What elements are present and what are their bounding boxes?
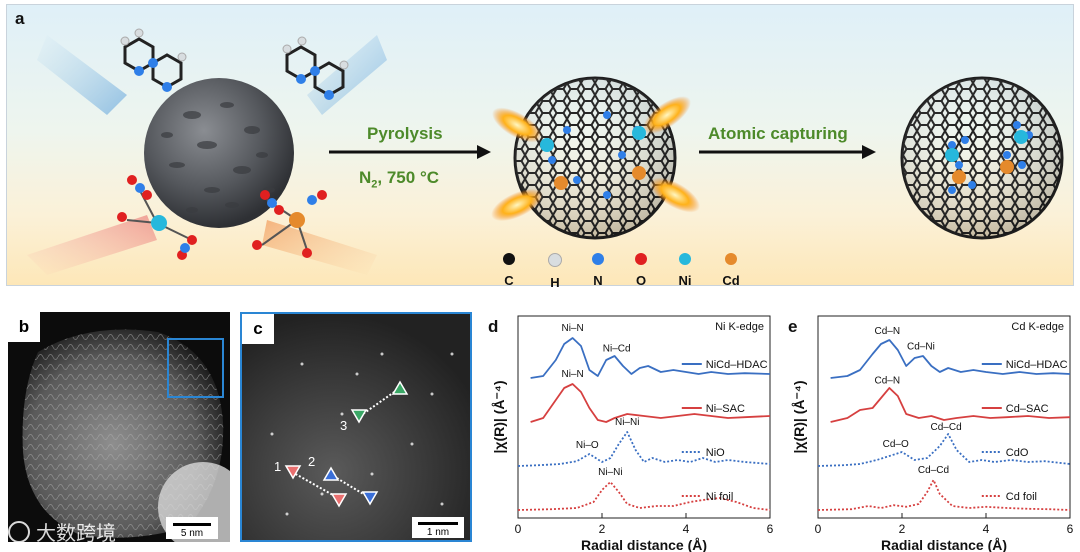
carbon-cage-pyrolysis [491,76,700,240]
chart-title: Cd K-edge [1011,321,1064,333]
organic-precursor-molecules [120,28,349,100]
legend-label: Ni–SAC [706,403,745,415]
legend-item-ni: Ni [660,253,710,288]
x-tick-label: 6 [767,522,774,536]
carbon-cage-captured [900,76,1064,240]
metal-salt-molecules [117,175,327,260]
porous-carbon-sphere [144,78,294,228]
scale-label: 5 nm [180,528,204,539]
series-line [817,479,1071,511]
legend-label: NiO [706,447,725,459]
legend-dot [679,253,691,265]
series-line [530,337,771,379]
legend-item-h: H [530,253,580,290]
peak-label: Cd–Cd [931,422,962,433]
chart-title: Ni K-edge [715,321,764,333]
scale-bar [173,523,211,526]
legend-dot [725,253,737,265]
marker-triangle-green [391,380,409,395]
legend-item-n: N [573,253,623,288]
legend-label: NiCd–HDAC [706,359,768,371]
marker-label-2: 2 [308,454,316,469]
panel-a-illustration [27,28,1064,275]
x-tick-label: 0 [515,522,522,536]
peak-label: Ni–O [576,440,599,451]
plot-frame [517,315,771,519]
legend-item-o: O [616,253,666,288]
zoom-region-box [167,338,224,398]
x-tick-label: 0 [815,522,822,536]
legend-label: NiCd–HDAC [1006,359,1068,371]
x-tick-label: 4 [983,522,990,536]
legend-label: Ni foil [706,491,734,503]
haadf-zoom-content [242,314,470,540]
watermark-logo-icon [8,520,30,543]
marker-triangle-blue [322,466,340,481]
legend-item-c: C [484,253,534,288]
series-line [830,387,1071,423]
marker-triangle-red [284,465,302,480]
panel-a-label: a [15,9,25,28]
panel-label: e [788,317,797,336]
peak-label: Ni–Ni [615,417,639,428]
legend-label: Cd foil [1006,491,1037,503]
x-tick-label: 2 [599,522,606,536]
peak-label: Ni–N [561,323,583,334]
scale-label: 1 nm [426,527,450,538]
series-line [830,339,1071,379]
legend-label: Cd–SAC [1006,403,1049,415]
pyrolysis-condition: N2, 750 °C [359,168,440,191]
peak-label: Cd–Ni [907,342,935,353]
plot-frame [817,315,1071,519]
legend-dot [592,253,604,265]
marker-triangle-green [350,409,368,424]
marker-triangle-red [330,493,348,508]
panel-label: d [488,317,498,336]
panel-c-scale-box: 1 nm [412,517,464,538]
panel-a: a [6,4,1074,290]
peak-label: Cd–Cd [918,465,949,476]
process-arrows [329,145,876,159]
panel-c-haadf-zoom: c 1 2 3 1 nm [240,312,472,542]
x-tick-label: 4 [683,522,690,536]
pyrolysis-label: Pyrolysis [367,124,443,143]
peak-label: Cd–O [883,439,909,450]
peak-label: Ni–Ni [598,467,622,478]
x-axis-label: Radial distance (Å) [881,537,1007,552]
y-axis-label: |χ(R)| (Å⁻⁴) [491,381,507,454]
marker-label-3: 3 [340,418,348,433]
peak-label: Cd–N [875,376,901,387]
x-tick-label: 6 [1067,522,1074,536]
series-line [517,431,771,467]
peak-label: Ni–N [561,369,583,380]
legend-dot [635,253,647,265]
panel-b-haadf-image: b 5 nm [8,312,230,542]
legend-item-cd: Cd [706,253,756,288]
x-axis-label: Radial distance (Å) [581,537,707,552]
marker-label-1: 1 [274,459,282,474]
marker-triangle-blue [361,491,379,506]
panel-b-scale-box: 5 nm [166,517,218,539]
watermark: 大数跨境 [8,517,116,546]
panel-c-label: c [242,314,274,344]
haadf-particle [22,329,230,542]
atomic-capturing-label: Atomic capturing [708,124,848,143]
series-line [530,383,771,423]
legend-label: CdO [1006,447,1029,459]
x-tick-label: 2 [899,522,906,536]
scale-bar [418,522,458,525]
legend-dot [548,253,562,267]
peak-label: Ni–Cd [603,344,631,355]
legend-dot [503,253,515,265]
peak-label: Cd–N [875,326,901,337]
panel-b-label: b [8,312,40,342]
y-axis-label: |χ(R)| (Å⁻⁴) [791,381,807,454]
series-line [817,433,1071,467]
